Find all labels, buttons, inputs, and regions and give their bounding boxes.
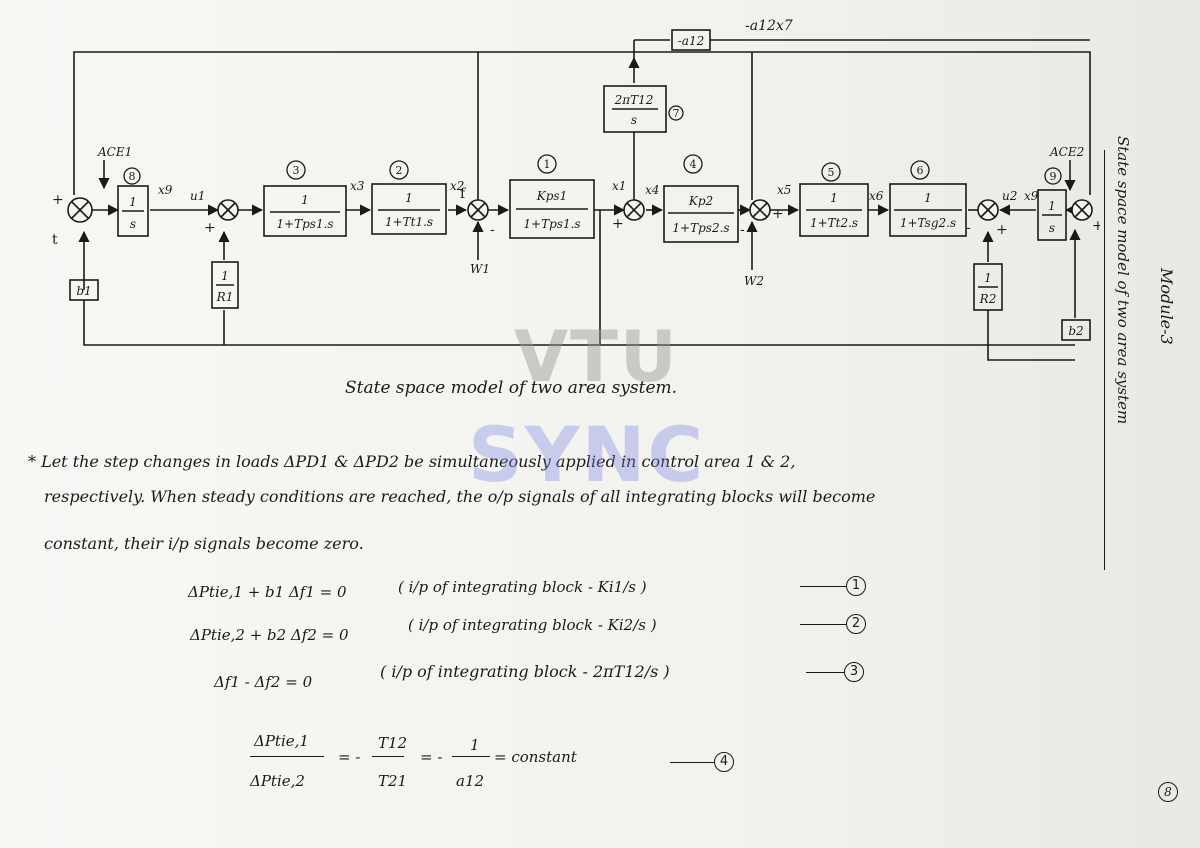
r1-den: R1 — [216, 290, 234, 304]
equation-3-note: ( i/p of integrating block - 2πT12/s ) — [380, 662, 670, 681]
r2-num: 1 — [984, 271, 992, 285]
diagram-caption: State space model of two area system. — [345, 378, 677, 398]
equation-2-lhs: ΔPtie,2 + b2 Δf2 = 0 — [190, 626, 349, 644]
int2-den: s — [1049, 221, 1055, 235]
equation-2-tag — [800, 624, 846, 625]
turb2-den: 1+Tt2.s — [810, 216, 858, 230]
u1-label: u1 — [190, 189, 205, 203]
equation-1-number: 1 — [846, 576, 866, 596]
ace2-label: ACE2 — [1049, 145, 1084, 159]
id-gov1: 3 — [293, 164, 300, 177]
w1-label: W1 — [470, 262, 490, 276]
ratio-mid2-den: a12 — [456, 772, 485, 790]
x9-label: x9 — [158, 183, 173, 197]
equation-2-number: 2 — [846, 614, 866, 634]
ratio-eq-sign-1: = - — [338, 748, 361, 766]
r1-num: 1 — [221, 269, 229, 283]
u2-label: u2 — [1002, 189, 1017, 203]
id-turb1: 2 — [396, 164, 403, 177]
side-divider — [1104, 150, 1105, 570]
b1-block: b1 — [76, 284, 91, 298]
equation-1-lhs: ΔPtie,1 + b1 Δf1 = 0 — [188, 583, 347, 601]
int1-num: 1 — [129, 195, 137, 209]
equation-3-number: 3 — [844, 662, 864, 682]
pow2-num: Kp2 — [688, 194, 713, 208]
ratio-mid2-num: 1 — [470, 736, 480, 754]
svg-text:+: + — [612, 216, 624, 232]
id-pow2: 4 — [690, 158, 697, 171]
ace1-label: ACE1 — [97, 145, 132, 159]
svg-text:t: t — [52, 232, 58, 248]
ratio-mid1-den: T21 — [378, 772, 408, 790]
svg-text:f: f — [460, 186, 467, 202]
pow1-num: Kps1 — [536, 189, 567, 203]
x6-label: x6 — [869, 189, 884, 203]
side-module: Module-3 — [1157, 268, 1176, 345]
gov1-den: 1+Tps1.s — [276, 217, 333, 231]
gov1-num: 1 — [301, 193, 309, 207]
id-turb2: 5 — [828, 166, 835, 179]
tie-den: s — [631, 113, 637, 127]
b2-block: b2 — [1068, 324, 1083, 338]
side-title: State space model of two area system — [1114, 136, 1132, 425]
paragraph-line-3: constant, their i/p signals become zero. — [44, 534, 364, 553]
ratio-mid1-num: T12 — [378, 734, 408, 752]
a12-block: -a12 — [678, 34, 704, 48]
block-diagram: 8 3 2 1 4 5 6 9 7 1 s 1 1+Tps1.s 1 1+Tt1… — [52, 18, 1100, 398]
svg-text:+: + — [1092, 218, 1100, 234]
id-int1: 8 — [129, 170, 136, 183]
id-tie: 7 — [673, 107, 680, 120]
top-label: -a12x7 — [745, 18, 793, 34]
x4-label: x4 — [645, 183, 659, 197]
page-number: 8 — [1158, 782, 1178, 802]
equation-1-note: ( i/p of integrating block - Ki1/s ) — [398, 578, 647, 596]
id-pow1: 1 — [544, 158, 551, 171]
equation-3-tag — [806, 672, 844, 673]
svg-text:+: + — [772, 206, 784, 222]
pow2-den: 1+Tps2.s — [672, 221, 729, 235]
int1-den: s — [130, 217, 136, 231]
svg-text:-: - — [740, 222, 745, 238]
turb1-den: 1+Tt1.s — [385, 215, 433, 229]
svg-text:+: + — [996, 222, 1008, 238]
ratio-tail: = constant — [494, 748, 577, 766]
pow1-den: 1+Tps1.s — [523, 217, 580, 231]
svg-text:+: + — [204, 220, 216, 236]
equation-3-lhs: Δf1 - Δf2 = 0 — [214, 673, 313, 691]
svg-text:+: + — [52, 192, 64, 208]
id-int2: 9 — [1050, 170, 1057, 183]
x9b-label: x9 — [1024, 189, 1039, 203]
x5-label: x5 — [777, 183, 791, 197]
gov2-den: 1+Tsg2.s — [900, 216, 956, 230]
r2-den: R2 — [979, 292, 997, 306]
svg-text:-: - — [490, 222, 495, 238]
equation-4-tag — [670, 762, 714, 763]
equation-1-tag — [800, 586, 846, 587]
turb2-num: 1 — [830, 191, 838, 205]
id-gov2: 6 — [917, 164, 924, 177]
tie-num: 2πT12 — [614, 93, 654, 107]
ratio-eq-sign-2: = - — [420, 748, 443, 766]
turb1-num: 1 — [405, 191, 413, 205]
ratio-numerator: ΔPtie,1 — [254, 732, 309, 750]
equation-4-number: 4 — [714, 752, 734, 772]
x3-label: x3 — [350, 179, 365, 193]
x2-label: x2 — [450, 179, 464, 193]
x1-label: x1 — [612, 179, 626, 193]
paragraph-line-1: * Let the step changes in loads ΔPD1 & Δ… — [28, 452, 796, 471]
equation-2-note: ( i/p of integrating block - Ki2/s ) — [408, 616, 657, 634]
ratio-equation: ΔPtie,1 ΔPtie,2 = - T12 T21 = - 1 a12 = … — [250, 732, 650, 802]
svg-text:-: - — [966, 220, 971, 236]
int2-num: 1 — [1048, 199, 1056, 213]
w2-label: W2 — [744, 274, 764, 288]
gov2-num: 1 — [924, 191, 932, 205]
paragraph-line-2: respectively. When steady conditions are… — [44, 487, 876, 506]
ratio-denominator: ΔPtie,2 — [250, 772, 305, 790]
